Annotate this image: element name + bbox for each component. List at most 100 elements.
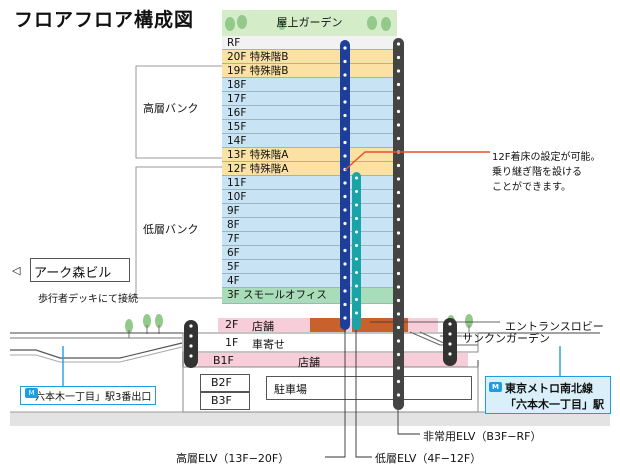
station-right-box: M 東京メトロ南北線 「六本木一丁目」駅 (485, 376, 611, 414)
elevator-stop-dot (355, 298, 358, 301)
transfer-note-line: ことができます。 (492, 182, 571, 193)
elevator-stop-dot (355, 244, 358, 247)
elevator-stop-dot (343, 221, 347, 226)
elevator-stop-dot (396, 123, 401, 127)
transfer-note-line: 乗り継ぎ階を設ける (492, 167, 582, 178)
roof-garden-label: 屋上ガーデン (276, 16, 343, 29)
elevator-stop-dot (396, 96, 401, 100)
elevator-stop-dot (343, 154, 347, 158)
elevator-stop-dot (343, 59, 347, 64)
floor-row: RF (222, 36, 397, 50)
ark-hills-arrow: ◁ (12, 264, 21, 277)
elevator-stop-dot (355, 311, 358, 315)
elevator-stop-dot (343, 289, 347, 293)
elevator-stop-dot (343, 248, 347, 253)
elevator-stop-dot (343, 127, 347, 131)
floor-row: 17F (222, 92, 397, 106)
elevator-stop-dot (396, 42, 401, 46)
ark-hills-box (30, 258, 130, 282)
elevator-stop-dot (396, 339, 401, 343)
elevator-stop-dot (396, 204, 401, 208)
emergency-elevator-shaft (393, 38, 404, 410)
floor-2f-shop: 店舗 (252, 320, 274, 333)
deck-note: 歩行者デッキにて接続 (38, 294, 138, 305)
elevator-stop-dot (396, 258, 401, 262)
elevator-stop-dot (396, 285, 401, 289)
elevator-stop-dot (355, 176, 358, 180)
elevator-stop-dot (343, 235, 347, 239)
elevator-stop-dot (343, 302, 347, 307)
elevator-stop-dot (396, 244, 401, 249)
elevator-stop-dot (396, 109, 401, 114)
metro-icon: M (25, 388, 38, 398)
elevator-stop-dot (396, 163, 401, 168)
elevator-stop-dot (343, 181, 347, 185)
station-left-text: 「六本木一丁目」駅3番出口 (25, 392, 152, 403)
elevator-stop-dot (396, 366, 401, 370)
elv-high-label: 高層ELV（13F−20F） (176, 452, 290, 465)
elevator-stop-dot (396, 352, 401, 357)
transfer-note-line: 12F着床の設定が可能。 (492, 152, 601, 163)
floor-row: 13F 特殊階A (222, 148, 397, 162)
elevator-stop-dot (396, 82, 401, 87)
parking-box (266, 376, 472, 400)
station-right-name: 「六本木一丁目」駅 (505, 398, 604, 411)
page-title: フロアフロア構成図 (14, 9, 195, 31)
elevator-stop-dot (343, 316, 347, 320)
elv-emergency-leader (397, 410, 420, 435)
sunken-label: サンクンガーデン (462, 332, 550, 345)
elevator-stop-dot (343, 73, 347, 77)
elv-emergency-label: 非常用ELV（B3F−RF） (423, 430, 542, 443)
parking-label: 駐車場 (274, 383, 307, 396)
elevator-stop-dot (396, 136, 401, 141)
elevator-stop-dot (396, 393, 401, 397)
floor-row: 18F (222, 78, 397, 92)
roof-garden: 屋上ガーデン (222, 10, 397, 36)
elv-low-label: 低層ELV（4F−12F） (375, 452, 482, 465)
floor-b1-shop: 店舗 (298, 356, 320, 369)
floor-1f-label: 車寄せ (252, 338, 285, 351)
floor-b1f: B1F (213, 354, 234, 367)
elevator-stop-dot (343, 262, 347, 266)
floor-row: 12F 特殊階A (222, 162, 397, 176)
entrance-label: エントランスロビー (505, 320, 604, 333)
elv-high-leader (325, 330, 346, 458)
elevator-stop-dot (343, 86, 347, 91)
b2f-box (200, 374, 250, 392)
transfer-note: 12F着床の設定が可能。 乗り継ぎ階を設ける ことができます。 (492, 150, 600, 195)
elevator-stop-dot (355, 284, 358, 288)
elv-low-leader (355, 330, 372, 458)
station-left-label: M 「六本木一丁目」駅3番出口 (20, 386, 157, 405)
floor-1f: 1F (225, 336, 239, 349)
elevator-stop-dot (355, 257, 358, 261)
elevator-stop-dot (396, 55, 401, 60)
elevator-stop-dot (396, 312, 401, 316)
floor-row: 14F (222, 134, 397, 148)
low-bank-label: 低層バンク (141, 221, 201, 237)
elevator-stop-dot (343, 275, 347, 280)
metro-icon: M (489, 382, 502, 392)
high-bank-label: 高層バンク (141, 100, 201, 116)
elevator-stop-dot (396, 217, 401, 222)
floor-b2f: B2F (211, 376, 232, 389)
elevator-stop-dot (396, 177, 401, 181)
transfer-note-leader (344, 151, 490, 171)
elevator-stop-dot (343, 113, 347, 118)
elevator-stop-dot (343, 100, 347, 104)
elevator-stop-dot (343, 194, 347, 199)
elevator-stop-dot (355, 230, 358, 234)
elevator-stop-dot (355, 271, 358, 274)
elevator-stop-dot (343, 208, 347, 212)
floor-row: 15F (222, 120, 397, 134)
low-elevator-shaft (352, 172, 361, 330)
elevator-stop-dot (396, 190, 401, 195)
tree-icon (225, 15, 391, 31)
b3f-box (200, 392, 250, 410)
floor-row: 16F (222, 106, 397, 120)
elevator-stop-dot (396, 69, 401, 73)
elevator-stop-dot (396, 379, 401, 384)
elevator-stop-dot (355, 203, 358, 207)
